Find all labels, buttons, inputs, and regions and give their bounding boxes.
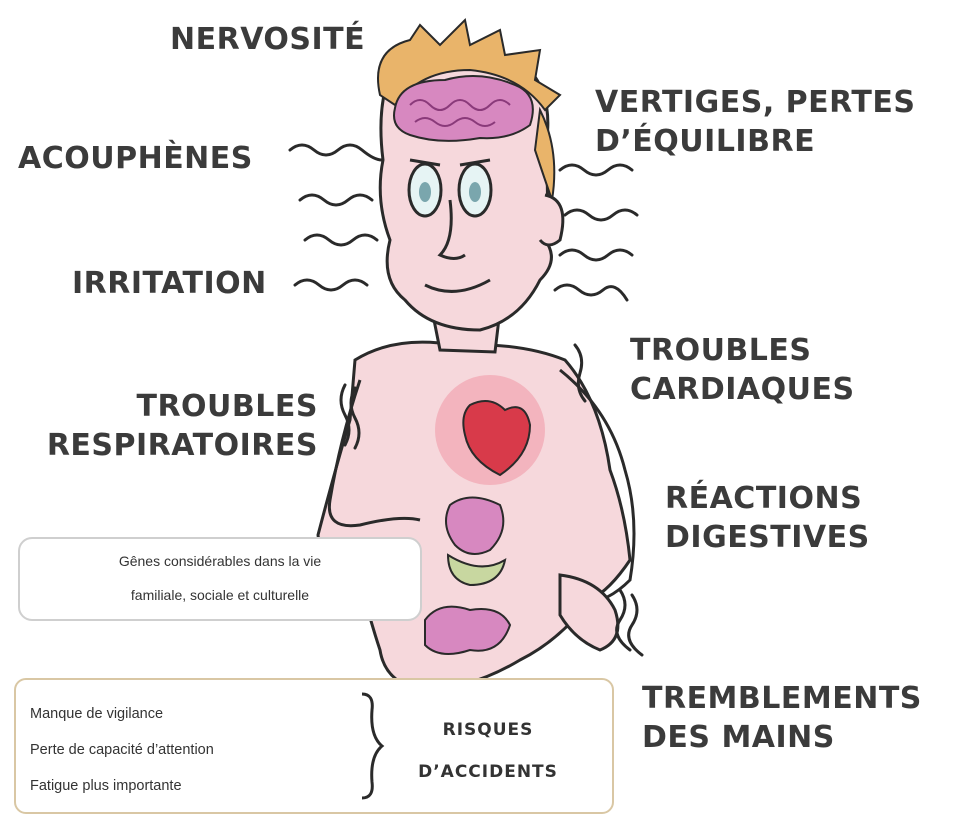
label-nervosite: NERVOSITÉ [170, 22, 365, 58]
label-acouphenes: ACOUPHÈNES [18, 141, 253, 177]
label-vertiges-line1: VERTIGES, PERTES [595, 85, 915, 121]
social-impact-line2: familiale, sociale et culturelle [30, 587, 410, 603]
label-troubles-respiratoires-line1: TROUBLES [90, 389, 318, 425]
label-vertiges-line2: D’ÉQUILIBRE [595, 124, 815, 160]
social-impact-line1: Gênes considérables dans la vie [30, 553, 410, 569]
risk-item: Perte de capacité d’attention [30, 742, 214, 758]
label-reactions-digestives-line2: DIGESTIVES [665, 520, 870, 556]
accident-risk-box: Manque de vigilance Perte de capacité d’… [14, 678, 614, 814]
label-reactions-digestives-line1: RÉACTIONS [665, 481, 862, 517]
stomach [446, 498, 503, 555]
brain [394, 76, 533, 141]
label-troubles-respiratoires-line2: RESPIRATOIRES [40, 428, 318, 464]
label-irritation: IRRITATION [72, 266, 267, 302]
social-impact-box: Gênes considérables dans la vie familial… [18, 537, 422, 621]
risk-title-line1: RISQUES [398, 720, 578, 740]
risk-item: Manque de vigilance [30, 706, 163, 722]
label-troubles-cardiaques-line1: TROUBLES [630, 333, 812, 369]
risk-item: Fatigue plus importante [30, 778, 182, 794]
label-troubles-cardiaques-line2: CARDIAQUES [630, 372, 855, 408]
label-tremblements-line2: DES MAINS [642, 720, 835, 756]
label-tremblements-line1: TREMBLEMENTS [642, 681, 922, 717]
risk-title-line2: D’ACCIDENTS [398, 762, 578, 782]
curly-brace-icon [356, 690, 386, 802]
